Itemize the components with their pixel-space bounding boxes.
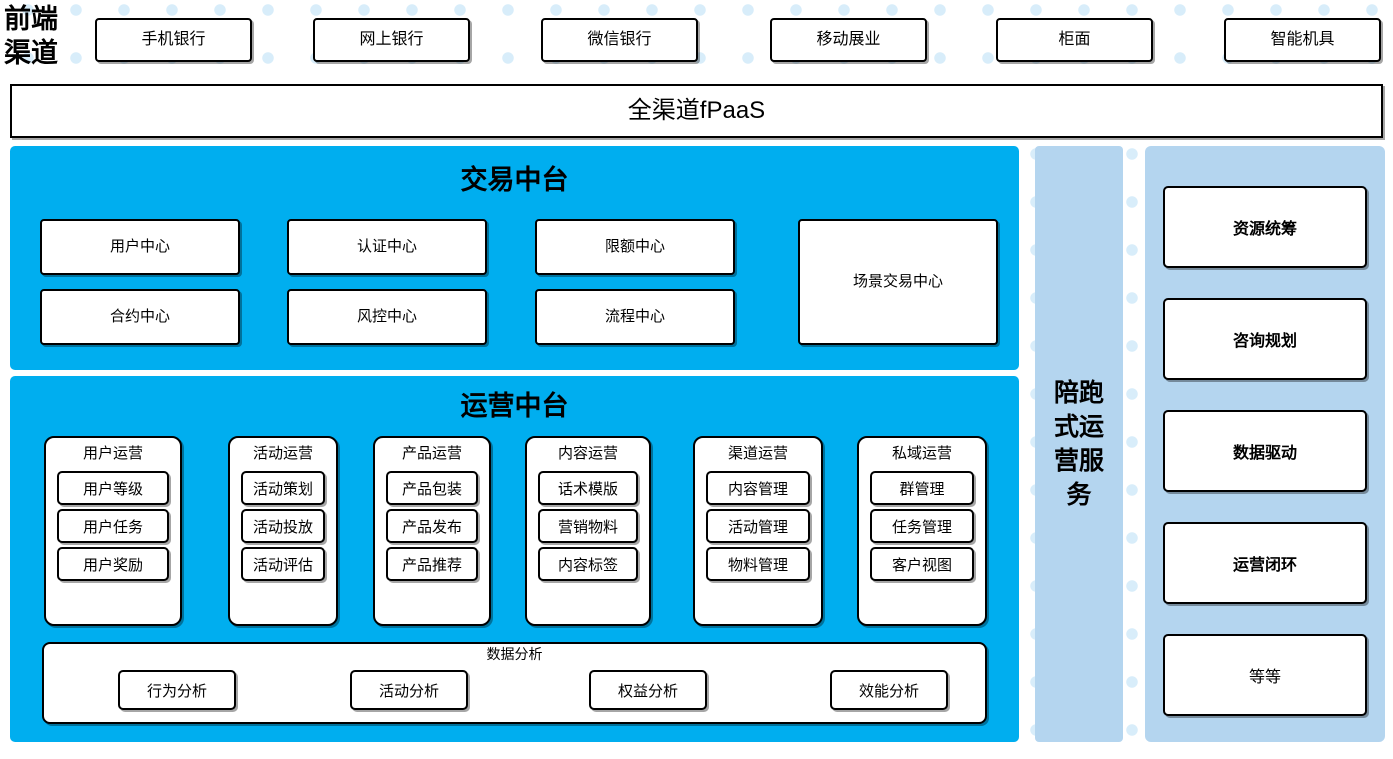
trade-box-scenario-trade-center[interactable]: 场景交易中心 (798, 219, 998, 345)
capability-box-data-driven[interactable]: 数据驱动 (1163, 410, 1367, 492)
capability-box-resource-coordination[interactable]: 资源统筹 (1163, 186, 1367, 268)
channel-label-line-2: 渠道 (4, 38, 58, 68)
ops-group-product[interactable]: 产品运营 产品包装 产品发布 产品推荐 (373, 436, 491, 626)
channel-box-counter[interactable]: 柜面 (996, 18, 1153, 62)
channel-box-wechat-bank[interactable]: 微信银行 (541, 18, 698, 62)
ops-chip-user-reward[interactable]: 用户奖励 (57, 547, 169, 581)
ops-chip-content-management[interactable]: 内容管理 (706, 471, 810, 505)
da-chip-behavior-analysis[interactable]: 行为分析 (118, 670, 236, 710)
channel-box-smart-machine[interactable]: 智能机具 (1224, 18, 1381, 62)
trade-middle-platform-panel: 交易中台 用户中心 认证中心 限额中心 合约中心 风控中心 流程中心 场景交易中… (10, 146, 1019, 370)
ops-chip-task-management[interactable]: 任务管理 (870, 509, 974, 543)
trade-box-contract-center[interactable]: 合约中心 (40, 289, 240, 345)
da-chip-efficiency-analysis[interactable]: 效能分析 (830, 670, 948, 710)
data-analysis-section[interactable]: 数据分析 行为分析 活动分析 权益分析 效能分析 (42, 642, 987, 724)
trade-platform-title: 交易中台 (460, 165, 569, 195)
data-analysis-title: 数据分析 (486, 646, 543, 662)
operation-middle-platform-panel: 运营中台 用户运营 用户等级 用户任务 用户奖励 活动运营 活动策划 活动投放 … (10, 376, 1019, 742)
ops-group-content[interactable]: 内容运营 话术模版 营销物料 内容标签 (525, 436, 651, 626)
trade-box-user-center[interactable]: 用户中心 (40, 219, 240, 275)
ops-group-product-title: 产品运营 (401, 445, 462, 462)
ops-chip-campaign-review[interactable]: 活动评估 (241, 547, 325, 581)
ops-group-campaign[interactable]: 活动运营 活动策划 活动投放 活动评估 (228, 436, 338, 626)
capability-box-consulting-planning[interactable]: 咨询规划 (1163, 298, 1367, 380)
ops-chip-customer-view[interactable]: 客户视图 (870, 547, 974, 581)
ops-group-user[interactable]: 用户运营 用户等级 用户任务 用户奖励 (44, 436, 182, 626)
channel-box-online-bank[interactable]: 网上银行 (313, 18, 470, 62)
ops-chip-marketing-assets[interactable]: 营销物料 (538, 509, 638, 543)
service-label-line-3: 营服 (1053, 447, 1104, 475)
ops-chip-campaign-delivery[interactable]: 活动投放 (241, 509, 325, 543)
front-end-channel-label: 前端 渠道 (4, 2, 90, 72)
ops-chip-user-task[interactable]: 用户任务 (57, 509, 169, 543)
channel-box-mobile-marketing[interactable]: 移动展业 (770, 18, 927, 62)
service-label-line-4: 务 (1066, 481, 1092, 509)
accompanying-service-column: 陪跑 式运 营服 务 (1035, 146, 1123, 742)
ops-chip-product-release[interactable]: 产品发布 (386, 509, 478, 543)
ops-group-channel[interactable]: 渠道运营 内容管理 活动管理 物料管理 (693, 436, 823, 626)
omnichannel-fpaas-bar[interactable]: 全渠道fPaaS (10, 84, 1383, 138)
ops-platform-title: 运营中台 (460, 391, 569, 421)
ops-group-campaign-title: 活动运营 (252, 445, 313, 462)
capability-box-etc[interactable]: 等等 (1163, 634, 1367, 716)
ops-chip-content-tag[interactable]: 内容标签 (538, 547, 638, 581)
capability-box-operation-closed-loop[interactable]: 运营闭环 (1163, 522, 1367, 604)
ops-chip-user-level[interactable]: 用户等级 (57, 471, 169, 505)
capability-column: 资源统筹 咨询规划 数据驱动 运营闭环 等等 (1145, 146, 1385, 742)
trade-box-auth-center[interactable]: 认证中心 (287, 219, 487, 275)
ops-chip-campaign-planning[interactable]: 活动策划 (241, 471, 325, 505)
da-chip-campaign-analysis[interactable]: 活动分析 (350, 670, 468, 710)
service-label-line-2: 式运 (1053, 413, 1104, 441)
accompanying-service-label: 陪跑 式运 营服 务 (1050, 376, 1108, 512)
ops-chip-asset-management[interactable]: 物料管理 (706, 547, 810, 581)
trade-box-limit-center[interactable]: 限额中心 (535, 219, 735, 275)
ops-group-content-title: 内容运营 (557, 445, 618, 462)
ops-group-private-domain-title: 私域运营 (891, 445, 952, 462)
ops-group-private-domain[interactable]: 私域运营 群管理 任务管理 客户视图 (857, 436, 987, 626)
da-chip-benefit-analysis[interactable]: 权益分析 (589, 670, 707, 710)
ops-chip-group-management[interactable]: 群管理 (870, 471, 974, 505)
ops-chip-script-template[interactable]: 话术模版 (538, 471, 638, 505)
ops-chip-campaign-management[interactable]: 活动管理 (706, 509, 810, 543)
ops-group-channel-title: 渠道运营 (727, 445, 788, 462)
ops-chip-product-recommend[interactable]: 产品推荐 (386, 547, 478, 581)
channel-box-mobile-bank[interactable]: 手机银行 (95, 18, 252, 62)
channel-label-line-1: 前端 (4, 4, 58, 34)
trade-box-process-center[interactable]: 流程中心 (535, 289, 735, 345)
ops-chip-product-packaging[interactable]: 产品包装 (386, 471, 478, 505)
trade-box-risk-center[interactable]: 风控中心 (287, 289, 487, 345)
ops-group-user-title: 用户运营 (82, 445, 143, 462)
service-label-line-1: 陪跑 (1053, 379, 1104, 407)
